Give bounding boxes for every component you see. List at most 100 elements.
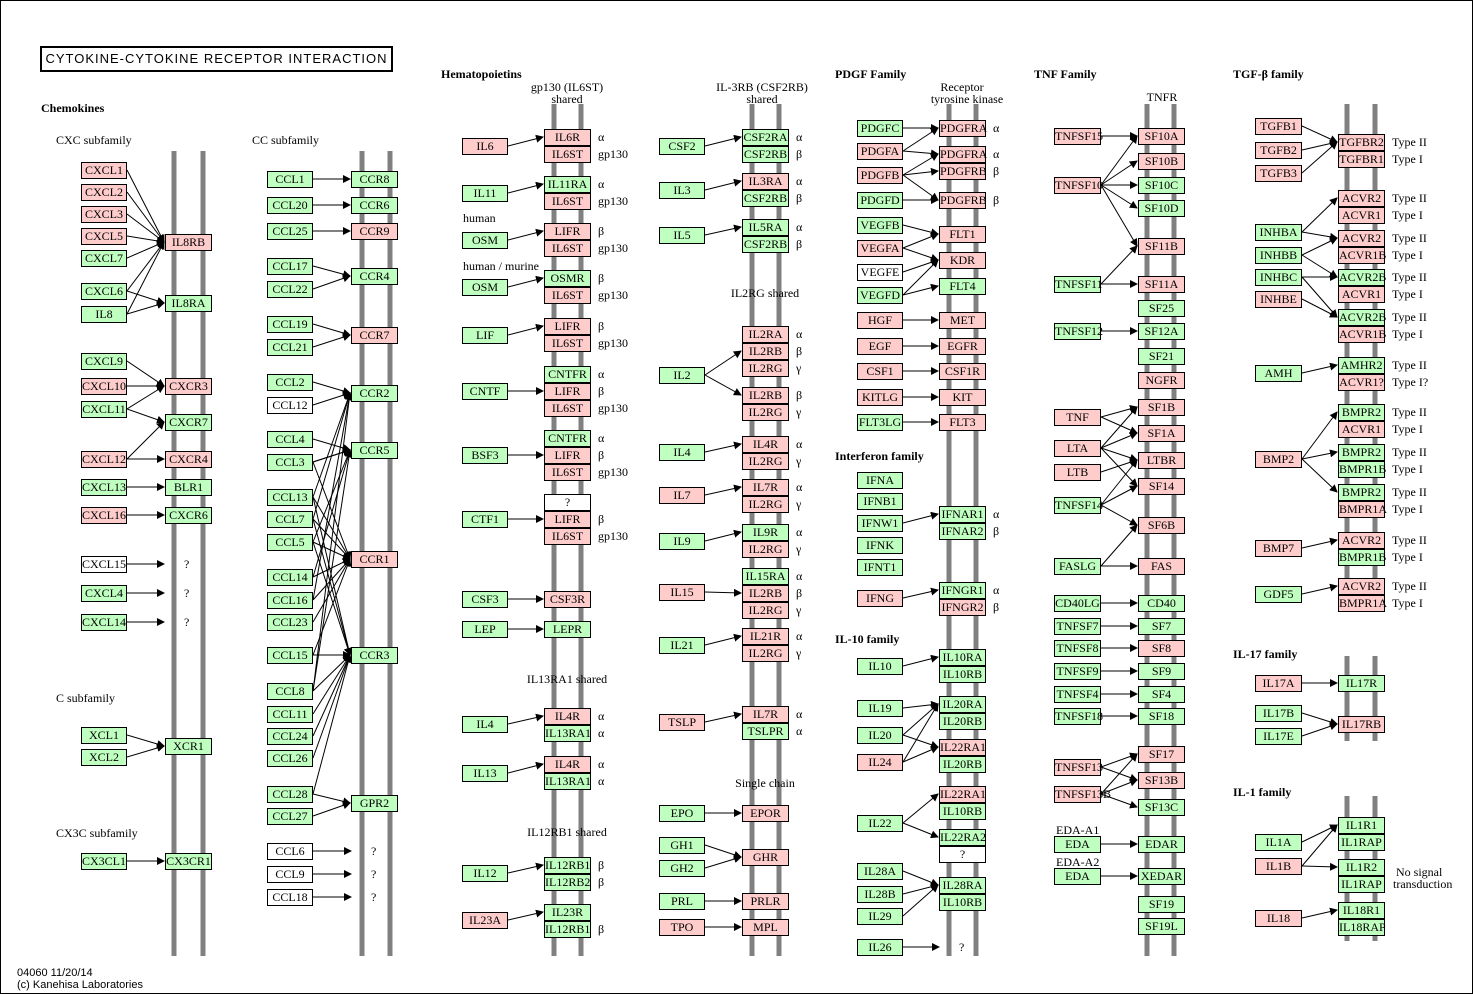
gene-eda[interactable]: EDA — [1054, 836, 1101, 853]
gene-il9r[interactable]: IL9R — [742, 524, 789, 541]
gene-il22ra1[interactable]: IL22RA1 — [939, 786, 986, 803]
gene-osm[interactable]: OSM — [462, 232, 508, 249]
gene-cxcl6[interactable]: CXCL6 — [81, 283, 127, 300]
gene-il2rg[interactable]: IL2RG — [742, 360, 789, 377]
gene-il1r1[interactable]: IL1R1 — [1338, 817, 1385, 834]
gene-cxcl10[interactable]: CXCL10 — [81, 378, 127, 395]
gene-csf2rb[interactable]: CSF2RB — [742, 236, 789, 253]
gene-il4[interactable]: IL4 — [659, 444, 705, 461]
gene-vegfd[interactable]: VEGFD — [857, 287, 903, 304]
gene-ccl25[interactable]: CCL25 — [267, 223, 313, 240]
gene-sf13b[interactable]: SF13B — [1138, 772, 1185, 789]
gene-il8ra[interactable]: IL8RA — [165, 295, 212, 312]
gene-ltbr[interactable]: LTBR — [1138, 452, 1185, 469]
gene-bsf3[interactable]: BSF3 — [462, 447, 508, 464]
gene-ccl22[interactable]: CCL22 — [267, 281, 313, 298]
gene-il4[interactable]: IL4 — [462, 716, 508, 733]
gene-ccr1[interactable]: CCR1 — [351, 551, 398, 568]
gene-xcl2[interactable]: XCL2 — [81, 749, 127, 766]
gene-tnfsf10[interactable]: TNFSF10 — [1054, 177, 1104, 194]
gene-ccl24[interactable]: CCL24 — [267, 728, 313, 745]
gene-cxcr7[interactable]: CXCR7 — [165, 414, 212, 431]
gene-ifnk[interactable]: IFNK — [857, 537, 903, 554]
gene-ccl23[interactable]: CCL23 — [267, 614, 313, 631]
gene-il10[interactable]: IL10 — [857, 658, 903, 675]
gene-il11ra[interactable]: IL11RA — [544, 176, 591, 193]
gene-il22ra2[interactable]: IL22RA2 — [939, 829, 986, 846]
gene-egfr[interactable]: EGFR — [939, 338, 986, 355]
gene-epor[interactable]: EPOR — [742, 805, 789, 822]
gene-pdgfrb[interactable]: PDGFRB — [939, 192, 987, 209]
gene-ccl13[interactable]: CCL13 — [267, 489, 313, 506]
gene-il5[interactable]: IL5 — [659, 227, 705, 244]
gene-csf1[interactable]: CSF1 — [857, 363, 903, 380]
gene-tnfsf4[interactable]: TNFSF4 — [1054, 686, 1101, 703]
gene-il29[interactable]: IL29 — [857, 908, 903, 925]
gene-il2rg[interactable]: IL2RG — [742, 645, 789, 662]
gene-il20rb[interactable]: IL20RB — [939, 713, 986, 730]
gene-ccl2[interactable]: CCL2 — [267, 374, 313, 391]
gene-cxcl1[interactable]: CXCL1 — [81, 162, 127, 179]
gene-ccl21[interactable]: CCL21 — [267, 339, 313, 356]
gene-inhba[interactable]: INHBA — [1255, 224, 1302, 241]
gene-il18r1[interactable]: IL18R1 — [1338, 902, 1385, 919]
gene-il2rg[interactable]: IL2RG — [742, 453, 789, 470]
gene-tpo[interactable]: TPO — [659, 919, 705, 936]
gene-sf4[interactable]: SF4 — [1138, 686, 1185, 703]
gene-cxcl16[interactable]: CXCL16 — [81, 507, 127, 524]
gene-inhbc[interactable]: INHBC — [1255, 269, 1302, 286]
gene-csf2rb[interactable]: CSF2RB — [742, 190, 789, 207]
gene-pdgfb[interactable]: PDGFB — [857, 167, 903, 184]
gene-acvr2[interactable]: ACVR2 — [1338, 578, 1385, 595]
gene-tgfb3[interactable]: TGFB3 — [1255, 165, 1302, 182]
gene-lepr[interactable]: LEPR — [544, 621, 591, 638]
gene-sf6b[interactable]: SF6B — [1138, 517, 1185, 534]
gene-ccl4[interactable]: CCL4 — [267, 431, 313, 448]
gene-ccl26[interactable]: CCL26 — [267, 750, 313, 767]
gene-hgf[interactable]: HGF — [857, 312, 903, 329]
gene-cxcr4[interactable]: CXCR4 — [165, 451, 212, 468]
gene-ccr7[interactable]: CCR7 — [351, 327, 398, 344]
gene-pdgfra[interactable]: PDGFRA — [939, 120, 988, 137]
gene-tnfsf14[interactable]: TNFSF14 — [1054, 497, 1104, 514]
gene-il6st[interactable]: IL6ST — [544, 146, 591, 163]
gene-ccr5[interactable]: CCR5 — [351, 442, 398, 459]
gene-il17a[interactable]: IL17A — [1255, 675, 1302, 692]
gene-ghr[interactable]: GHR — [742, 849, 789, 866]
gene-bmpr1a[interactable]: BMPR1A — [1338, 501, 1388, 518]
gene-osm[interactable]: OSM — [462, 279, 508, 296]
gene-kit[interactable]: KIT — [939, 389, 986, 406]
gene-il22ra1[interactable]: IL22RA1 — [939, 739, 986, 756]
gene-lifr[interactable]: LIFR — [544, 511, 591, 528]
gene-tgfb2[interactable]: TGFB2 — [1255, 142, 1302, 159]
gene-acvr1b[interactable]: ACVR1B — [1338, 247, 1387, 264]
gene-ccl14[interactable]: CCL14 — [267, 569, 313, 586]
gene-cx3cr1[interactable]: CX3CR1 — [165, 853, 212, 870]
gene-bmpr1b[interactable]: BMPR1B — [1338, 461, 1387, 478]
gene-xcr1[interactable]: XCR1 — [165, 738, 212, 755]
gene-ccl8[interactable]: CCL8 — [267, 683, 313, 700]
gene-il2rg[interactable]: IL2RG — [742, 602, 789, 619]
gene-il2rb[interactable]: IL2RB — [742, 343, 789, 360]
gene-csf3[interactable]: CSF3 — [462, 591, 508, 608]
gene-ccr8[interactable]: CCR8 — [351, 171, 398, 188]
gene-ccl27[interactable]: CCL27 — [267, 808, 313, 825]
gene-il6st[interactable]: IL6ST — [544, 240, 591, 257]
gene-prl[interactable]: PRL — [659, 893, 705, 910]
gene-vegfe[interactable]: VEGFE — [857, 264, 903, 281]
gene-ifnt1[interactable]: IFNT1 — [857, 559, 903, 576]
gene-cxcl15[interactable]: CXCL15 — [81, 556, 127, 573]
gene-ccl17[interactable]: CCL17 — [267, 258, 313, 275]
gene-sf7[interactable]: SF7 — [1138, 618, 1185, 635]
gene-cxcl9[interactable]: CXCL9 — [81, 353, 127, 370]
gene-gdf5[interactable]: GDF5 — [1255, 586, 1302, 603]
gene-tnfsf13[interactable]: TNFSF13 — [1054, 759, 1104, 776]
gene-bmp2[interactable]: BMP2 — [1255, 451, 1302, 468]
gene-flt3[interactable]: FLT3 — [939, 414, 986, 431]
gene-mpl[interactable]: MPL — [742, 919, 789, 936]
gene-sf18[interactable]: SF18 — [1138, 708, 1185, 725]
gene-il13ra1[interactable]: IL13RA1 — [544, 725, 591, 742]
gene-il6[interactable]: IL6 — [462, 138, 508, 155]
gene-ccl11[interactable]: CCL11 — [267, 706, 313, 723]
gene-il10rb[interactable]: IL10RB — [939, 803, 986, 820]
